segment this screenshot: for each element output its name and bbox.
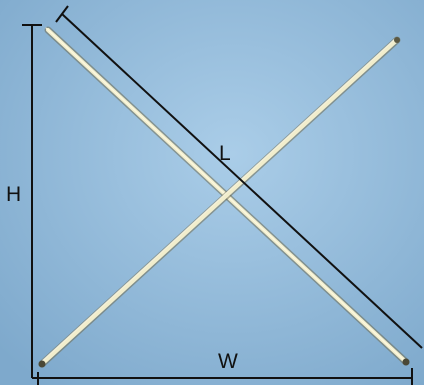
width-dimension — [32, 368, 413, 385]
height-dimension — [22, 24, 42, 378]
length-label: L — [219, 142, 231, 165]
rod-end-cap — [394, 37, 400, 43]
brace-rod-ascending — [38, 36, 401, 368]
height-label: H — [6, 183, 21, 206]
rod-end-cap — [402, 358, 410, 366]
rod-end-cap — [38, 360, 46, 368]
length-dimension — [55, 5, 423, 349]
width-label: W — [218, 350, 238, 373]
